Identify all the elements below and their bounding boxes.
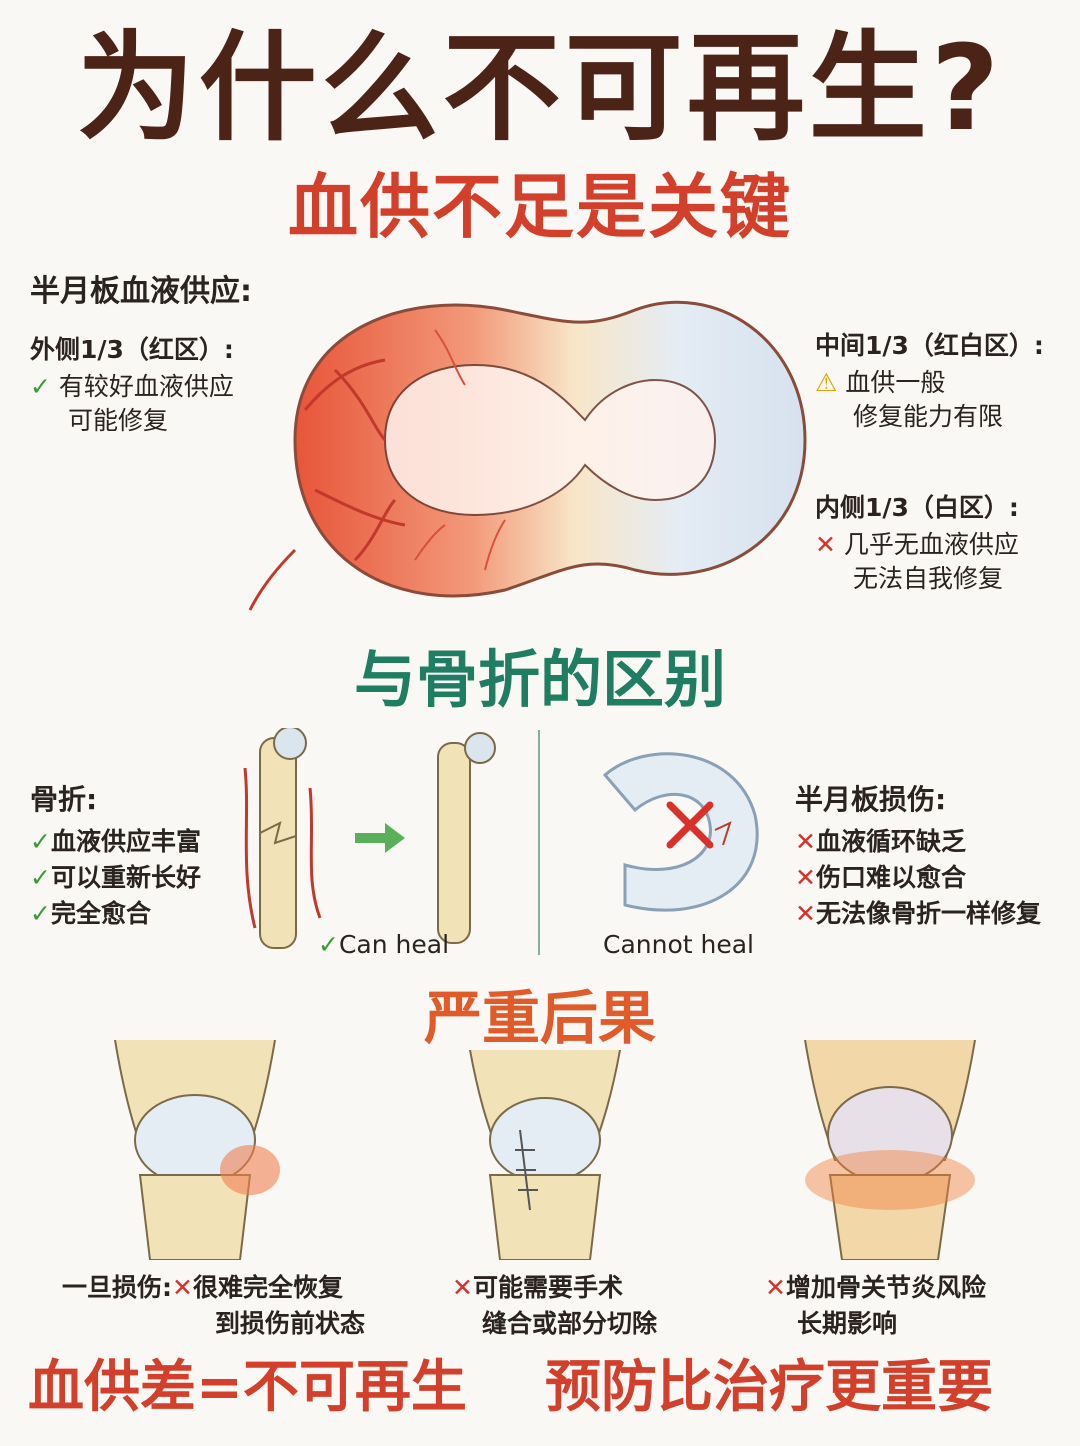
check-icon: ✓ xyxy=(30,827,51,856)
cannot-heal-caption: Cannot heal xyxy=(603,930,755,959)
cross-icon: ✕ xyxy=(765,1273,786,1302)
fracture-title: 骨折: xyxy=(30,783,98,816)
meniscus-illustration xyxy=(248,300,807,611)
fracture-list: 骨折: ✓血液供应丰富 ✓可以重新长好 ✓完全愈合 xyxy=(30,778,250,932)
bone-fracture-illustration xyxy=(243,728,496,949)
cross-icon: ✕ xyxy=(795,899,816,928)
outer-zone-line: 有较好血液供应 xyxy=(58,372,234,401)
comparison-heading: 与骨折的区别 xyxy=(353,643,726,716)
consequence-3: ✕增加骨关节炎风险 长期影响 xyxy=(765,1270,1065,1342)
middle-zone-title: 中间1/3（红白区）: xyxy=(815,331,1044,360)
outer-zone-title: 外侧1/3（红区）: xyxy=(30,335,234,364)
can-heal-label: Can heal xyxy=(338,930,450,959)
consequence-line: 很难完全恢复 xyxy=(192,1273,343,1302)
knee-illustration-2 xyxy=(469,1050,621,1260)
consequence-line: 长期影响 xyxy=(797,1309,898,1338)
outer-zone-line: 可能修复 xyxy=(68,406,169,435)
knee-illustration-1 xyxy=(114,1040,280,1260)
consequences-heading: 严重后果 xyxy=(423,984,656,1052)
check-icon: ✓ xyxy=(30,372,51,401)
blood-supply-heading: 半月板血液供应: xyxy=(30,274,252,309)
inner-zone-title: 内侧1/3（白区）: xyxy=(815,493,1019,522)
cross-icon: ✕ xyxy=(795,863,816,892)
meniscus-tear-illustration xyxy=(602,752,759,912)
comparison-divider xyxy=(538,730,540,955)
page-title: 为什么不可再生? xyxy=(76,19,1004,157)
middle-zone-info: 中间1/3（红白区）: ⚠ 血供一般 修复能力有限 xyxy=(815,326,1075,434)
inner-zone-line: 无法自我修复 xyxy=(853,564,1004,593)
warning-icon: ⚠ xyxy=(815,368,838,397)
check-icon: ✓ xyxy=(30,863,51,892)
page-subtitle: 血供不足是关键 xyxy=(288,166,792,248)
injury-item: 伤口难以愈合 xyxy=(815,863,966,892)
cross-icon: ✕ xyxy=(452,1273,473,1302)
consequence-prefix: 一旦损伤: xyxy=(62,1273,172,1302)
cross-icon: ✕ xyxy=(172,1273,193,1302)
inner-zone-info: 内侧1/3（白区）: ✕ 几乎无血液供应 无法自我修复 xyxy=(815,488,1075,596)
consequence-1: 一旦损伤:✕很难完全恢复 到损伤前状态 xyxy=(62,1270,392,1342)
middle-zone-line: 修复能力有限 xyxy=(853,402,1004,431)
consequence-line: 增加骨关节炎风险 xyxy=(785,1273,986,1302)
fracture-item: 血液供应丰富 xyxy=(50,827,201,856)
consequence-line: 缝合或部分切除 xyxy=(482,1309,658,1338)
cross-icon: ✕ xyxy=(815,530,836,559)
injury-item: 无法像骨折一样修复 xyxy=(815,899,1041,928)
knee-illustration-3 xyxy=(804,1040,976,1260)
slogan-left: 血供差=不可再生 xyxy=(28,1355,467,1420)
fracture-item: 可以重新长好 xyxy=(50,863,201,892)
injury-item: 血液循环缺乏 xyxy=(815,827,966,856)
fracture-item: 完全愈合 xyxy=(50,899,151,928)
cross-icon: ✕ xyxy=(795,827,816,856)
consequence-line: 到损伤前状态 xyxy=(215,1309,366,1338)
check-icon: ✓ xyxy=(30,899,51,928)
meniscus-injury-list: 半月板损伤: ✕血液循环缺乏 ✕伤口难以愈合 ✕无法像骨折一样修复 xyxy=(795,778,1080,932)
consequence-2: ✕可能需要手术 缝合或部分切除 xyxy=(452,1270,732,1342)
consequence-line: 可能需要手术 xyxy=(472,1273,623,1302)
can-heal-caption: ✓Can heal xyxy=(318,930,449,959)
check-icon: ✓ xyxy=(318,930,339,959)
meniscus-injury-title: 半月板损伤: xyxy=(795,783,947,816)
middle-zone-line: 血供一般 xyxy=(845,368,946,397)
inner-zone-line: 几乎无血液供应 xyxy=(843,530,1019,559)
slogan-right: 预防比治疗更重要 xyxy=(545,1355,993,1420)
outer-zone-info: 外侧1/3（红区）: ✓ 有较好血液供应 可能修复 xyxy=(30,330,290,438)
